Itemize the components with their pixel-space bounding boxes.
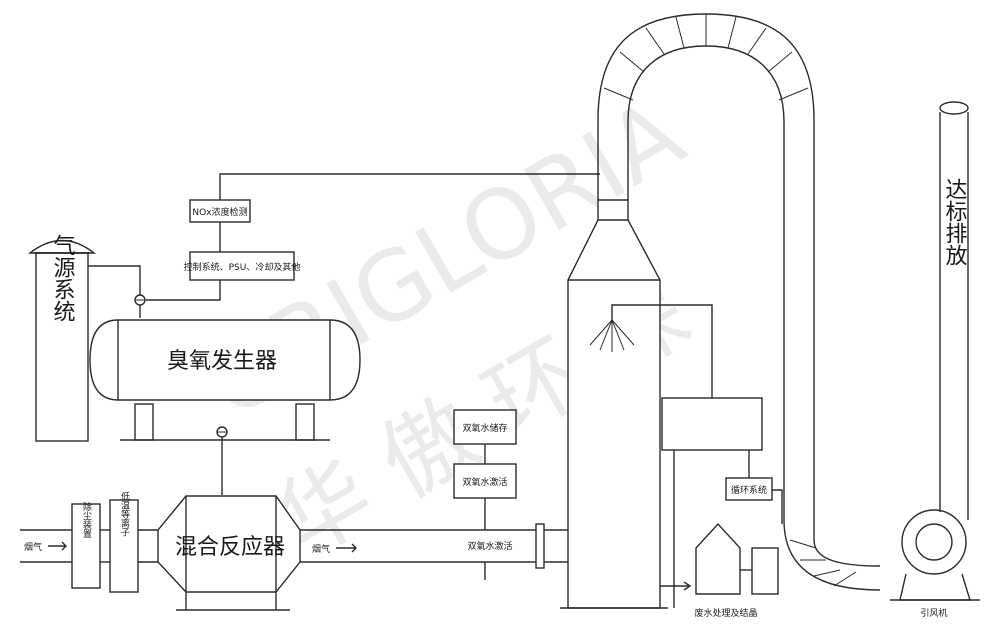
wastewater-unit: 废水处理及结晶 bbox=[660, 522, 779, 619]
nox-sample-line bbox=[219, 173, 600, 200]
induced-fan: 引风机 bbox=[890, 509, 980, 619]
fan-label: 引风机 bbox=[920, 607, 947, 619]
control-system-label: 控制系统、PSU、冷却及其他 bbox=[184, 261, 301, 273]
emission-label: 达标排放 bbox=[942, 178, 968, 266]
dust-removal-label: 除尘装置 bbox=[81, 501, 92, 538]
wastewater-label: 废水处理及结晶 bbox=[694, 607, 757, 619]
exhaust-stack: 达标排放 bbox=[939, 101, 969, 520]
control-system-box bbox=[189, 251, 295, 281]
h2o2-activation-box bbox=[453, 463, 517, 499]
h2o2-storage-label: 双氧水储存 bbox=[462, 422, 507, 434]
spray-nozzle-icon bbox=[589, 319, 635, 352]
plasma-box bbox=[109, 499, 139, 593]
h2o2-activation-pipe-label: 双氧水激活 bbox=[467, 540, 512, 552]
ozone-generator: 臭氧发生器 bbox=[89, 319, 361, 441]
plasma-label: 低温等离子 bbox=[119, 490, 130, 536]
dust-removal-box bbox=[71, 503, 101, 589]
flue-gas-mid-label: 烟气 bbox=[312, 543, 330, 555]
arch-duct bbox=[597, 13, 881, 591]
h2o2-storage-box bbox=[453, 409, 517, 445]
circulation-label: 循环系统 bbox=[731, 484, 767, 496]
gas-supply-pipe bbox=[88, 265, 141, 296]
flue-gas-in-label: 烟气 bbox=[24, 541, 42, 553]
h2o2-activation-top-label: 双氧水激活 bbox=[462, 476, 507, 488]
nox-detect-label: NOx浓度检测 bbox=[192, 206, 247, 218]
ozone-generator-label: 臭氧发生器 bbox=[167, 349, 277, 374]
mixing-reactor: 混合反应器 bbox=[157, 495, 301, 611]
absorption-tower bbox=[560, 199, 713, 609]
spray-header-pipe bbox=[611, 304, 713, 400]
circulation-tank bbox=[661, 397, 763, 451]
gas-source-label: 气源系统 bbox=[50, 234, 76, 322]
gas-source-tower: 气源系统 bbox=[27, 234, 97, 442]
mixing-reactor-label: 混合反应器 bbox=[175, 535, 285, 560]
